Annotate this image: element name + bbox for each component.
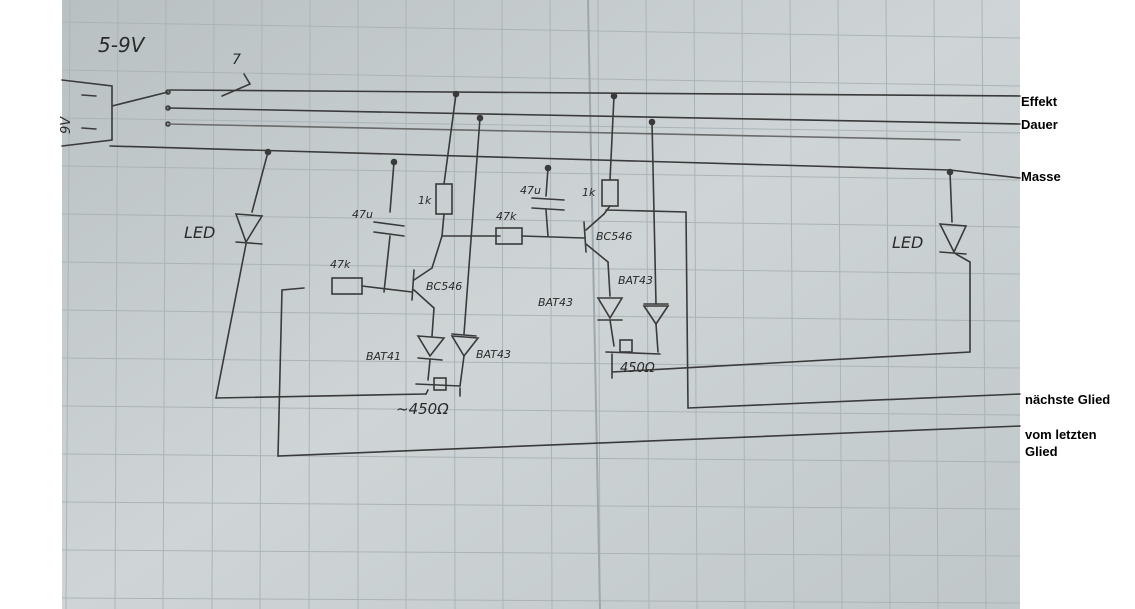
label-dauer: Dauer (1021, 117, 1058, 132)
label-naechste-glied: nächste Glied (1025, 392, 1111, 407)
paper-grid (61, 0, 1021, 609)
hw-bat43-1: BAT43 (476, 348, 511, 361)
hw-led-left: LED (184, 223, 215, 242)
notebook-fold (587, 0, 601, 609)
hw-t1: BC546 (426, 280, 462, 293)
label-vom-letzten-glied: vom letzten Glied (1025, 426, 1097, 460)
hw-t2: BC546 (596, 230, 632, 243)
hw-relay-2: 450Ω (620, 361, 655, 376)
hw-r47k-a: 47k (330, 258, 351, 271)
hw-c47u-b: 47u (520, 184, 541, 197)
hw-led-right: LED (892, 233, 923, 252)
hw-relay-1: ~450Ω (396, 400, 449, 418)
label-vom-letzten-line2: Glied (1025, 444, 1058, 459)
label-effekt: Effekt (1021, 94, 1058, 109)
hw-battery: 9V (59, 116, 74, 134)
label-masse: Masse (1021, 169, 1061, 184)
pencil-circuit (61, 73, 1021, 457)
hw-supply: 5-9V (98, 33, 146, 57)
hw-c47u-a: 47u (352, 208, 373, 221)
hw-bat43-3: BAT43 (618, 274, 653, 287)
hw-r47k-b: 47k (496, 210, 517, 223)
hw-r1k-b: 1k (582, 186, 596, 199)
hw-r1k-a: 1k (418, 194, 432, 207)
hw-switch: 7 (232, 52, 241, 68)
label-vom-letzten-line1: vom letzten (1025, 427, 1097, 442)
hw-bat41: BAT41 (366, 350, 401, 363)
hw-bat43-2: BAT43 (538, 296, 573, 309)
handwritten-labels: 5-9V 7 9V LED LED 47u 47u 47k 47k 1k 1k … (59, 33, 923, 418)
